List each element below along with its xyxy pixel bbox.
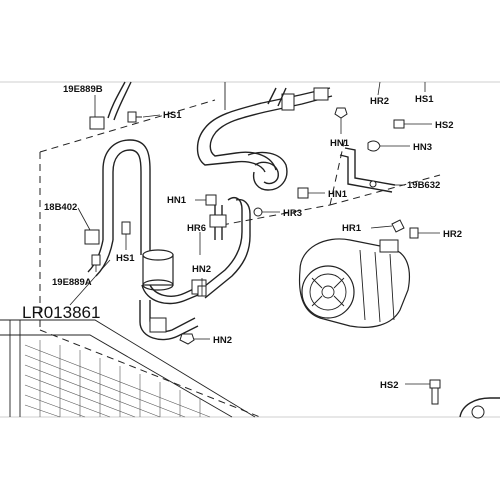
bolt-hn1-right [297, 187, 309, 199]
label-hn2-mid: HN2 [192, 264, 211, 275]
label-hr2-top: HR2 [370, 96, 389, 107]
top-left-hose [89, 81, 132, 130]
label-hn3: HN3 [413, 142, 432, 153]
label-19e889a: 19E889A [52, 277, 92, 288]
discharge-pipe [149, 197, 251, 333]
condenser [0, 319, 256, 418]
bolt-hr1 [391, 219, 405, 233]
label-18b402: 18B402 [44, 202, 77, 213]
bolt-hr2-right [409, 227, 419, 239]
label-hr1: HR1 [342, 223, 362, 234]
reference-id: LR013861 [22, 303, 100, 322]
leader-lines [69, 81, 440, 385]
liquid-line [84, 139, 201, 341]
label-hn1-right: HN1 [328, 189, 348, 200]
hose-clamp-top-2 [313, 87, 329, 101]
label-hs1-top-right: HS1 [415, 94, 434, 105]
bracket-19e889b [89, 116, 105, 130]
suction-hose [196, 82, 333, 191]
bolt-hs2-bottom [429, 379, 441, 405]
label-19e889b: 19E889B [63, 84, 103, 95]
bracket-18b402 [84, 229, 100, 245]
label-hr6: HR6 [187, 223, 206, 234]
label-19b632: 19B632 [407, 180, 440, 191]
top-frame-band [0, 0, 500, 82]
hose-clamp-top [281, 93, 295, 111]
bolt-hn1-right-upper [334, 107, 348, 119]
bracket-19b632 [339, 147, 396, 193]
bolt-hs1-mid [121, 221, 131, 235]
label-hn2-bottom: HN2 [213, 335, 232, 346]
label-hr3: HR3 [283, 208, 302, 219]
bolt-hs1-top [127, 111, 142, 123]
receiver-drier [142, 249, 174, 291]
bolt-19e889a [91, 254, 101, 266]
bottom-right-hardware [459, 397, 500, 419]
compressor [298, 238, 411, 328]
pipe-block-lower [149, 317, 167, 333]
label-hs2-right: HS2 [435, 120, 453, 131]
bolt-hn3 [367, 140, 381, 152]
label-hn1-left: HN1 [167, 195, 187, 206]
bolt-hn1-left [205, 194, 217, 206]
part-labels: 19E889B HS1 HR2 HS1 HS2 HN3 HN1 HN1 19B6… [22, 84, 462, 391]
label-hr2-right: HR2 [443, 229, 462, 240]
pipe-block-hr6 [209, 214, 227, 228]
label-hs1-mid: HS1 [116, 253, 135, 264]
assembly-boundary [39, 99, 441, 418]
bolt-hr3 [253, 207, 263, 217]
label-hs1-top: HS1 [163, 110, 182, 121]
bolt-hs2-right [393, 119, 405, 129]
label-hs2-bottom: HS2 [380, 380, 398, 391]
bolt-hn2-bottom [179, 333, 195, 345]
label-hn1-right-upper: HN1 [330, 138, 350, 149]
